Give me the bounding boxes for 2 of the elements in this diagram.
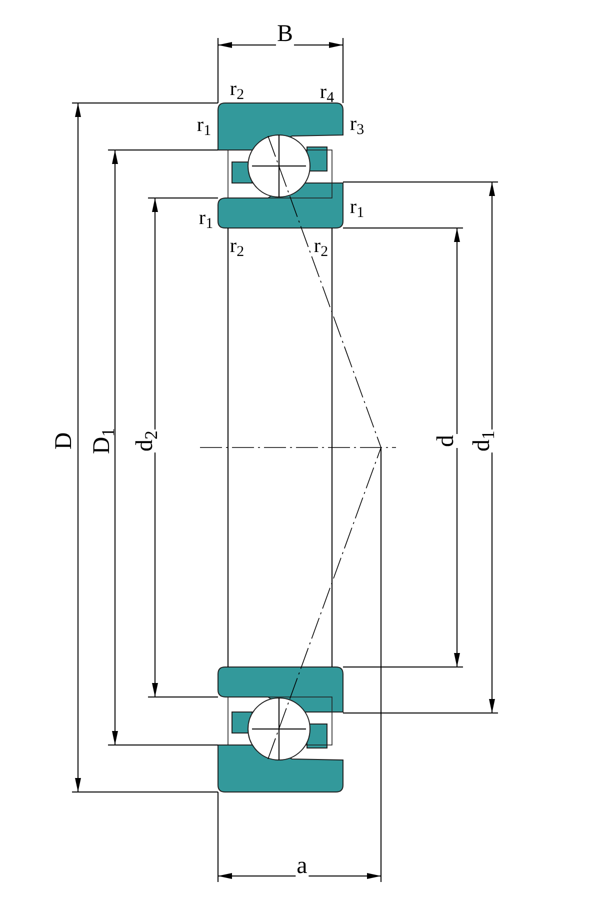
dimension-label: B [276,22,294,46]
dimension-label: d [434,434,458,448]
